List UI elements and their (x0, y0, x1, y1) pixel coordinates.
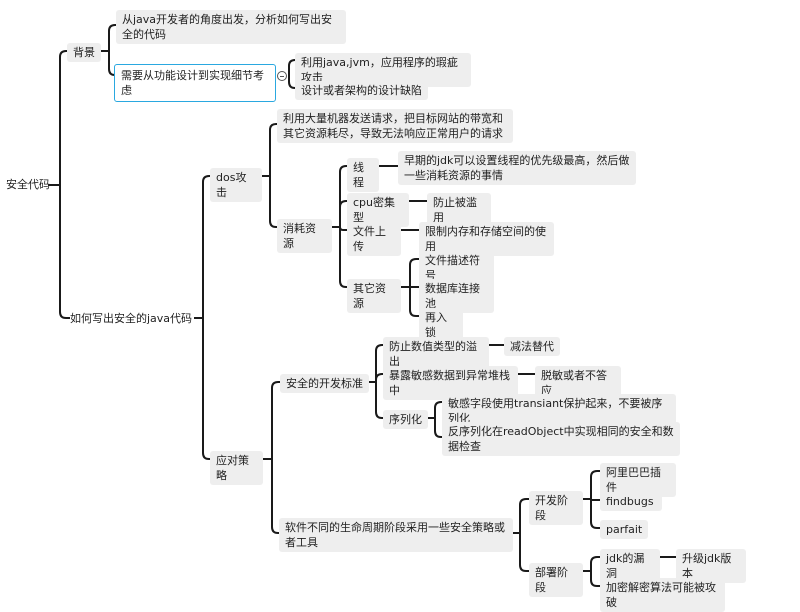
connector-line (101, 24, 116, 52)
node-serialization[interactable]: 序列化 (383, 410, 428, 429)
node-findbugs[interactable]: findbugs (600, 492, 662, 511)
node-deploy-phase[interactable]: 部署阶段 (529, 563, 583, 597)
node-lifecycle[interactable]: 软件不同的生命周期阶段采用一些安全策略或者工具 (279, 518, 513, 552)
node-file-upload[interactable]: 文件上传 (347, 222, 401, 256)
connector-line (48, 184, 70, 319)
connector-line (101, 50, 116, 76)
node-dos-desc[interactable]: 利用大量机器发送请求，把目标网站的带宽和其它资源耗尽，导致无法响应正常用户的请求 (277, 109, 513, 143)
node-alibaba-plugin[interactable]: 阿里巴巴插件 (600, 463, 676, 497)
connector-line (262, 123, 277, 177)
node-background[interactable]: 背景 (67, 43, 101, 62)
connector-line (194, 175, 210, 319)
node-crypto-break[interactable]: 加密解密算法可能被攻破 (600, 578, 725, 612)
node-design-detail[interactable]: 需要从功能设计到实现细节考虑 (114, 64, 276, 102)
node-upload-desc[interactable]: 限制内存和存储空间的使用 (419, 222, 554, 256)
node-how-to-write[interactable]: 如何写出安全的java代码 (70, 312, 193, 325)
node-cpu-intensive[interactable]: cpu密集型 (347, 193, 409, 227)
root-node[interactable]: 安全代码 (6, 178, 50, 191)
connector-line (428, 401, 442, 419)
connector-line (332, 226, 347, 288)
connector-line (369, 373, 383, 383)
connector-line (428, 417, 442, 438)
connector-line (332, 200, 347, 228)
connector-line (263, 381, 280, 460)
node-overflow-fix[interactable]: 减法替代 (504, 337, 560, 356)
connector-line (194, 317, 210, 460)
connector-line (583, 498, 600, 529)
node-strategy[interactable]: 应对策略 (210, 451, 263, 485)
node-background-desc[interactable]: 从java开发者的角度出发，分析如何写出安全的代码 (116, 10, 346, 44)
connector-line (369, 344, 383, 383)
node-thread-desc[interactable]: 早期的jdk可以设置线程的优先级最高，然后做一些消耗资源的事情 (398, 151, 636, 185)
connector-line (583, 470, 600, 500)
node-jdk-vuln[interactable]: jdk的漏洞 (600, 549, 660, 583)
node-reentrant-lock[interactable]: 再入锁 (419, 308, 463, 342)
node-jdk-upgrade[interactable]: 升级jdk版本 (676, 549, 746, 583)
node-dos-attack[interactable]: dos攻击 (210, 168, 262, 202)
node-overflow[interactable]: 防止数值类型的溢出 (383, 337, 489, 371)
node-secure-standard[interactable]: 安全的开发标准 (280, 374, 369, 393)
node-dev-phase[interactable]: 开发阶段 (529, 491, 583, 525)
connector-line (583, 570, 600, 587)
node-arch-flaw[interactable]: 设计或者架构的设计缺陷 (295, 81, 428, 100)
connector-line (401, 286, 419, 317)
connector-line (262, 175, 277, 228)
node-db-pool[interactable]: 数据库连接池 (419, 279, 494, 313)
connector-line (401, 258, 419, 288)
node-consume-resource[interactable]: 消耗资源 (277, 219, 332, 253)
connector-line (332, 165, 347, 228)
collapse-toggle-icon[interactable] (277, 71, 287, 81)
node-other-resource[interactable]: 其它资源 (347, 279, 401, 313)
connector-line (48, 50, 67, 186)
node-cpu-desc[interactable]: 防止被滥用 (427, 193, 491, 227)
connector-line (369, 381, 383, 419)
connector-line (288, 75, 296, 89)
node-serial-readobject[interactable]: 反序列化在readObject中实现相同的安全和数据检查 (442, 422, 680, 456)
connector-line (513, 498, 529, 534)
connector-line (288, 59, 296, 77)
node-thread[interactable]: 线程 (347, 158, 379, 192)
connector-line (513, 532, 529, 572)
node-parfait[interactable]: parfait (600, 520, 648, 539)
connector-line (583, 556, 600, 572)
connector-line (263, 458, 279, 534)
